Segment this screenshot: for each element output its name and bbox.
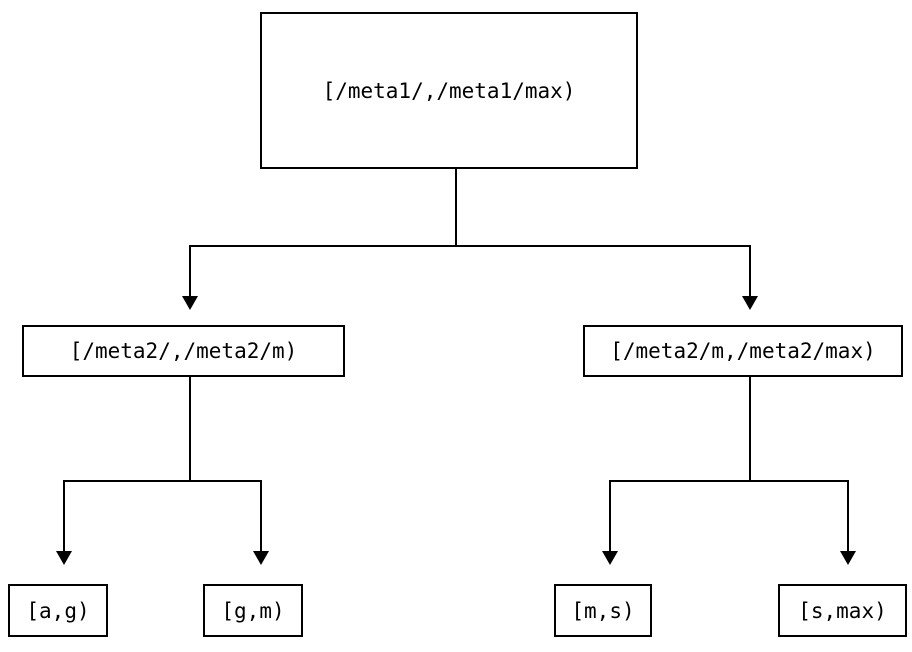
arrowhead-down-icon: [840, 551, 856, 565]
arrowhead-down-icon: [742, 296, 758, 310]
arrowhead-down-icon: [253, 551, 269, 565]
tree-node-leaf-gm: [g,m): [203, 584, 303, 637]
tree-node-leaf-smax: [s,max): [778, 584, 907, 637]
edge-root-to-left-mid-line: [189, 245, 191, 296]
arrowhead-down-icon: [182, 296, 198, 310]
tree-node-leaf-gm-label: [g,m): [221, 598, 285, 623]
edge-right-mid-bus-line: [609, 480, 849, 482]
edge-right-mid-stem-line: [749, 377, 751, 482]
edge-right-mid-to-leaf-ms-line: [609, 480, 611, 551]
edge-left-mid-to-leaf-ag-line: [63, 480, 65, 551]
edge-left-mid-bus-line: [63, 480, 262, 482]
tree-node-left-mid-label: [/meta2/,/meta2/m): [69, 339, 298, 363]
edge-root-bus-line: [189, 245, 751, 247]
tree-node-leaf-ag: [a,g): [8, 584, 108, 637]
tree-node-root-label: [/meta1/,/meta1/max): [322, 78, 576, 103]
tree-node-leaf-ag-label: [a,g): [26, 598, 90, 623]
tree-node-leaf-ms: [m,s): [554, 584, 652, 637]
edge-root-stem-line: [455, 169, 457, 247]
tree-node-right-mid: [/meta2/m,/meta2/max): [583, 325, 903, 377]
edge-left-mid-stem-line: [189, 377, 191, 482]
edge-right-mid-to-leaf-smax-line: [847, 480, 849, 551]
tree-node-left-mid: [/meta2/,/meta2/m): [22, 325, 345, 377]
tree-node-leaf-smax-label: [s,max): [798, 598, 887, 623]
tree-node-leaf-ms-label: [m,s): [571, 598, 635, 623]
edge-root-to-right-mid-line: [749, 245, 751, 296]
tree-node-right-mid-label: [/meta2/m,/meta2/max): [610, 339, 876, 363]
tree-node-root: [/meta1/,/meta1/max): [260, 12, 638, 169]
edge-left-mid-to-leaf-gm-line: [260, 480, 262, 551]
arrowhead-down-icon: [56, 551, 72, 565]
arrowhead-down-icon: [602, 551, 618, 565]
